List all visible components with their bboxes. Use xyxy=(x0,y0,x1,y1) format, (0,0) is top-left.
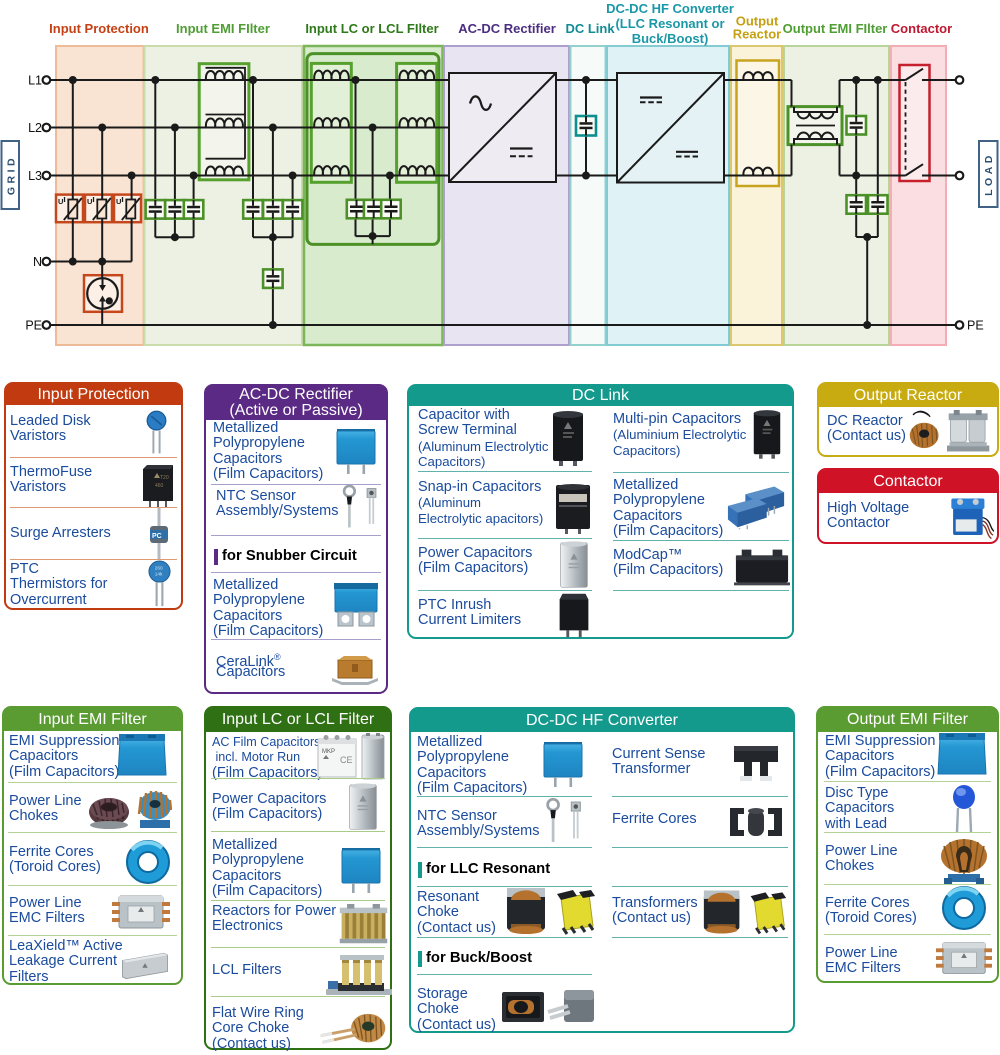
svg-text:DC Link: DC Link xyxy=(565,21,615,36)
svg-text:Contactor: Contactor xyxy=(891,21,952,36)
svg-text:L2: L2 xyxy=(28,121,42,135)
svg-text:GRID: GRID xyxy=(6,155,18,195)
svg-text:Buck/Boost): Buck/Boost) xyxy=(632,31,709,46)
svg-text:Output: Output xyxy=(736,14,779,29)
svg-text:LOAD: LOAD xyxy=(983,152,995,196)
svg-text:Input LC or LCL FIlter: Input LC or LCL FIlter xyxy=(305,21,438,36)
svg-text:U: U xyxy=(58,197,63,206)
svg-text:DC-DC HF Converter: DC-DC HF Converter xyxy=(606,1,734,16)
svg-text:U: U xyxy=(116,197,121,206)
svg-text:PE: PE xyxy=(25,319,42,333)
svg-text:N: N xyxy=(33,255,42,269)
svg-text:PE: PE xyxy=(967,319,984,333)
svg-text:L3: L3 xyxy=(28,169,42,183)
svg-text:U: U xyxy=(87,197,92,206)
svg-text:AC-DC Rectifier: AC-DC Rectifier xyxy=(458,21,556,36)
svg-text:Reactor: Reactor xyxy=(733,27,781,42)
svg-text:Output EMI FIlter: Output EMI FIlter xyxy=(783,21,888,36)
svg-text:Input EMI FIlter: Input EMI FIlter xyxy=(176,21,270,36)
svg-text:Input Protection: Input Protection xyxy=(49,21,149,36)
svg-text:(LLC Resonant or: (LLC Resonant or xyxy=(615,16,724,31)
svg-text:L1: L1 xyxy=(28,74,42,88)
